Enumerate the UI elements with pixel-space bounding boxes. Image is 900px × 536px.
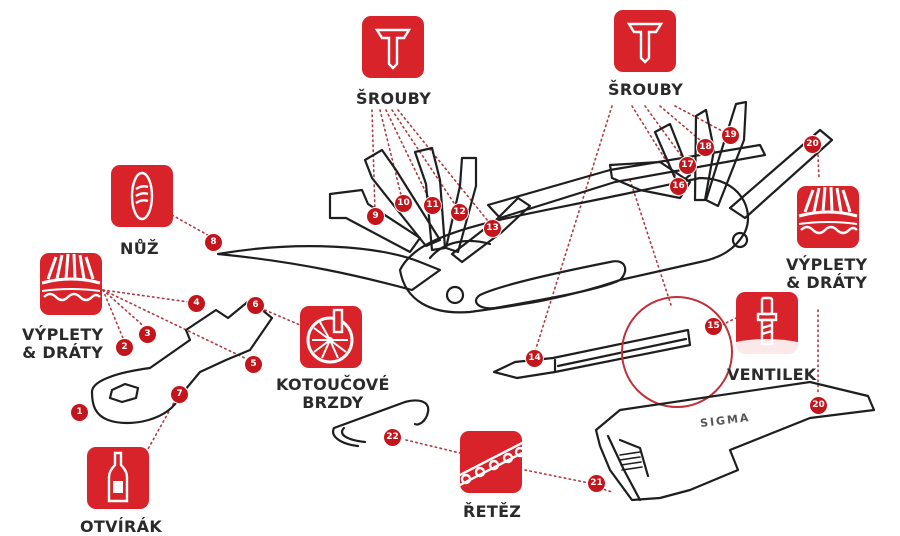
marker-17: 17 xyxy=(679,157,696,174)
screw-icon xyxy=(374,28,412,70)
marker-3: 3 xyxy=(139,326,156,343)
retez-label: ŘETĚZ xyxy=(463,502,522,521)
brzdy-label: KOTOUČOVÉ BRZDY xyxy=(276,376,390,412)
vyplety-left-label: VÝPLETY & DRÁTY xyxy=(22,326,103,362)
chain-icon xyxy=(460,441,522,487)
marker-9: 9 xyxy=(367,208,384,225)
vyplety-right-label: VÝPLETY & DRÁTY xyxy=(786,256,867,292)
marker-13: 13 xyxy=(484,220,501,237)
nuz-label: NŮŽ xyxy=(120,239,159,258)
srouby-right-label: ŠROUBY xyxy=(608,80,684,99)
srouby-left-label: ŠROUBY xyxy=(356,89,432,108)
vyplety-left-line1: VÝPLETY xyxy=(22,325,104,344)
nuz-icon-box xyxy=(111,165,173,227)
valve-icon xyxy=(736,296,798,354)
marker-11: 11 xyxy=(424,197,441,214)
marker-20-bottom: 20 xyxy=(810,397,827,414)
otvirak-icon-box xyxy=(87,447,149,509)
brzdy-line2: BRZDY xyxy=(302,393,364,412)
vyplety-left-icon-box xyxy=(40,253,102,315)
screw-icon xyxy=(626,22,664,64)
marker-18: 18 xyxy=(697,139,714,156)
marker-19: 19 xyxy=(722,127,739,144)
marker-1: 1 xyxy=(71,404,88,421)
otvirak-label: OTVÍRÁK xyxy=(80,517,163,536)
marker-16: 16 xyxy=(670,178,687,195)
marker-15: 15 xyxy=(705,318,722,335)
srouby-left-icon-box xyxy=(362,16,424,78)
disc-brake-icon xyxy=(306,308,354,364)
marker-7: 7 xyxy=(171,386,188,403)
marker-2: 2 xyxy=(116,339,133,356)
marker-12: 12 xyxy=(451,204,468,221)
spoke-wheel-icon xyxy=(41,253,101,302)
vyplety-right-icon-box xyxy=(797,186,859,248)
bottle-icon xyxy=(107,451,129,503)
marker-20-top: 20 xyxy=(804,136,821,153)
marker-4: 4 xyxy=(188,295,205,312)
retez-icon-box xyxy=(460,431,522,493)
bread-icon xyxy=(130,171,154,221)
srouby-right-icon-box xyxy=(614,10,676,72)
brzdy-line1: KOTOUČOVÉ xyxy=(276,375,390,394)
marker-14: 14 xyxy=(526,350,543,367)
brzdy-icon-box xyxy=(300,306,362,368)
marker-10: 10 xyxy=(395,195,412,212)
marker-6: 6 xyxy=(247,297,264,314)
ventilek-label: VENTILEK xyxy=(727,365,817,384)
marker-5: 5 xyxy=(245,356,262,373)
marker-21: 21 xyxy=(588,475,605,492)
ventilek-icon-box xyxy=(736,292,798,354)
vyplety-left-line2: & DRÁTY xyxy=(22,343,104,362)
vyplety-right-line1: VÝPLETY xyxy=(786,255,868,274)
marker-8: 8 xyxy=(205,234,222,251)
vyplety-right-line2: & DRÁTY xyxy=(786,273,868,292)
spoke-wheel-icon xyxy=(798,186,858,235)
marker-22: 22 xyxy=(384,429,401,446)
